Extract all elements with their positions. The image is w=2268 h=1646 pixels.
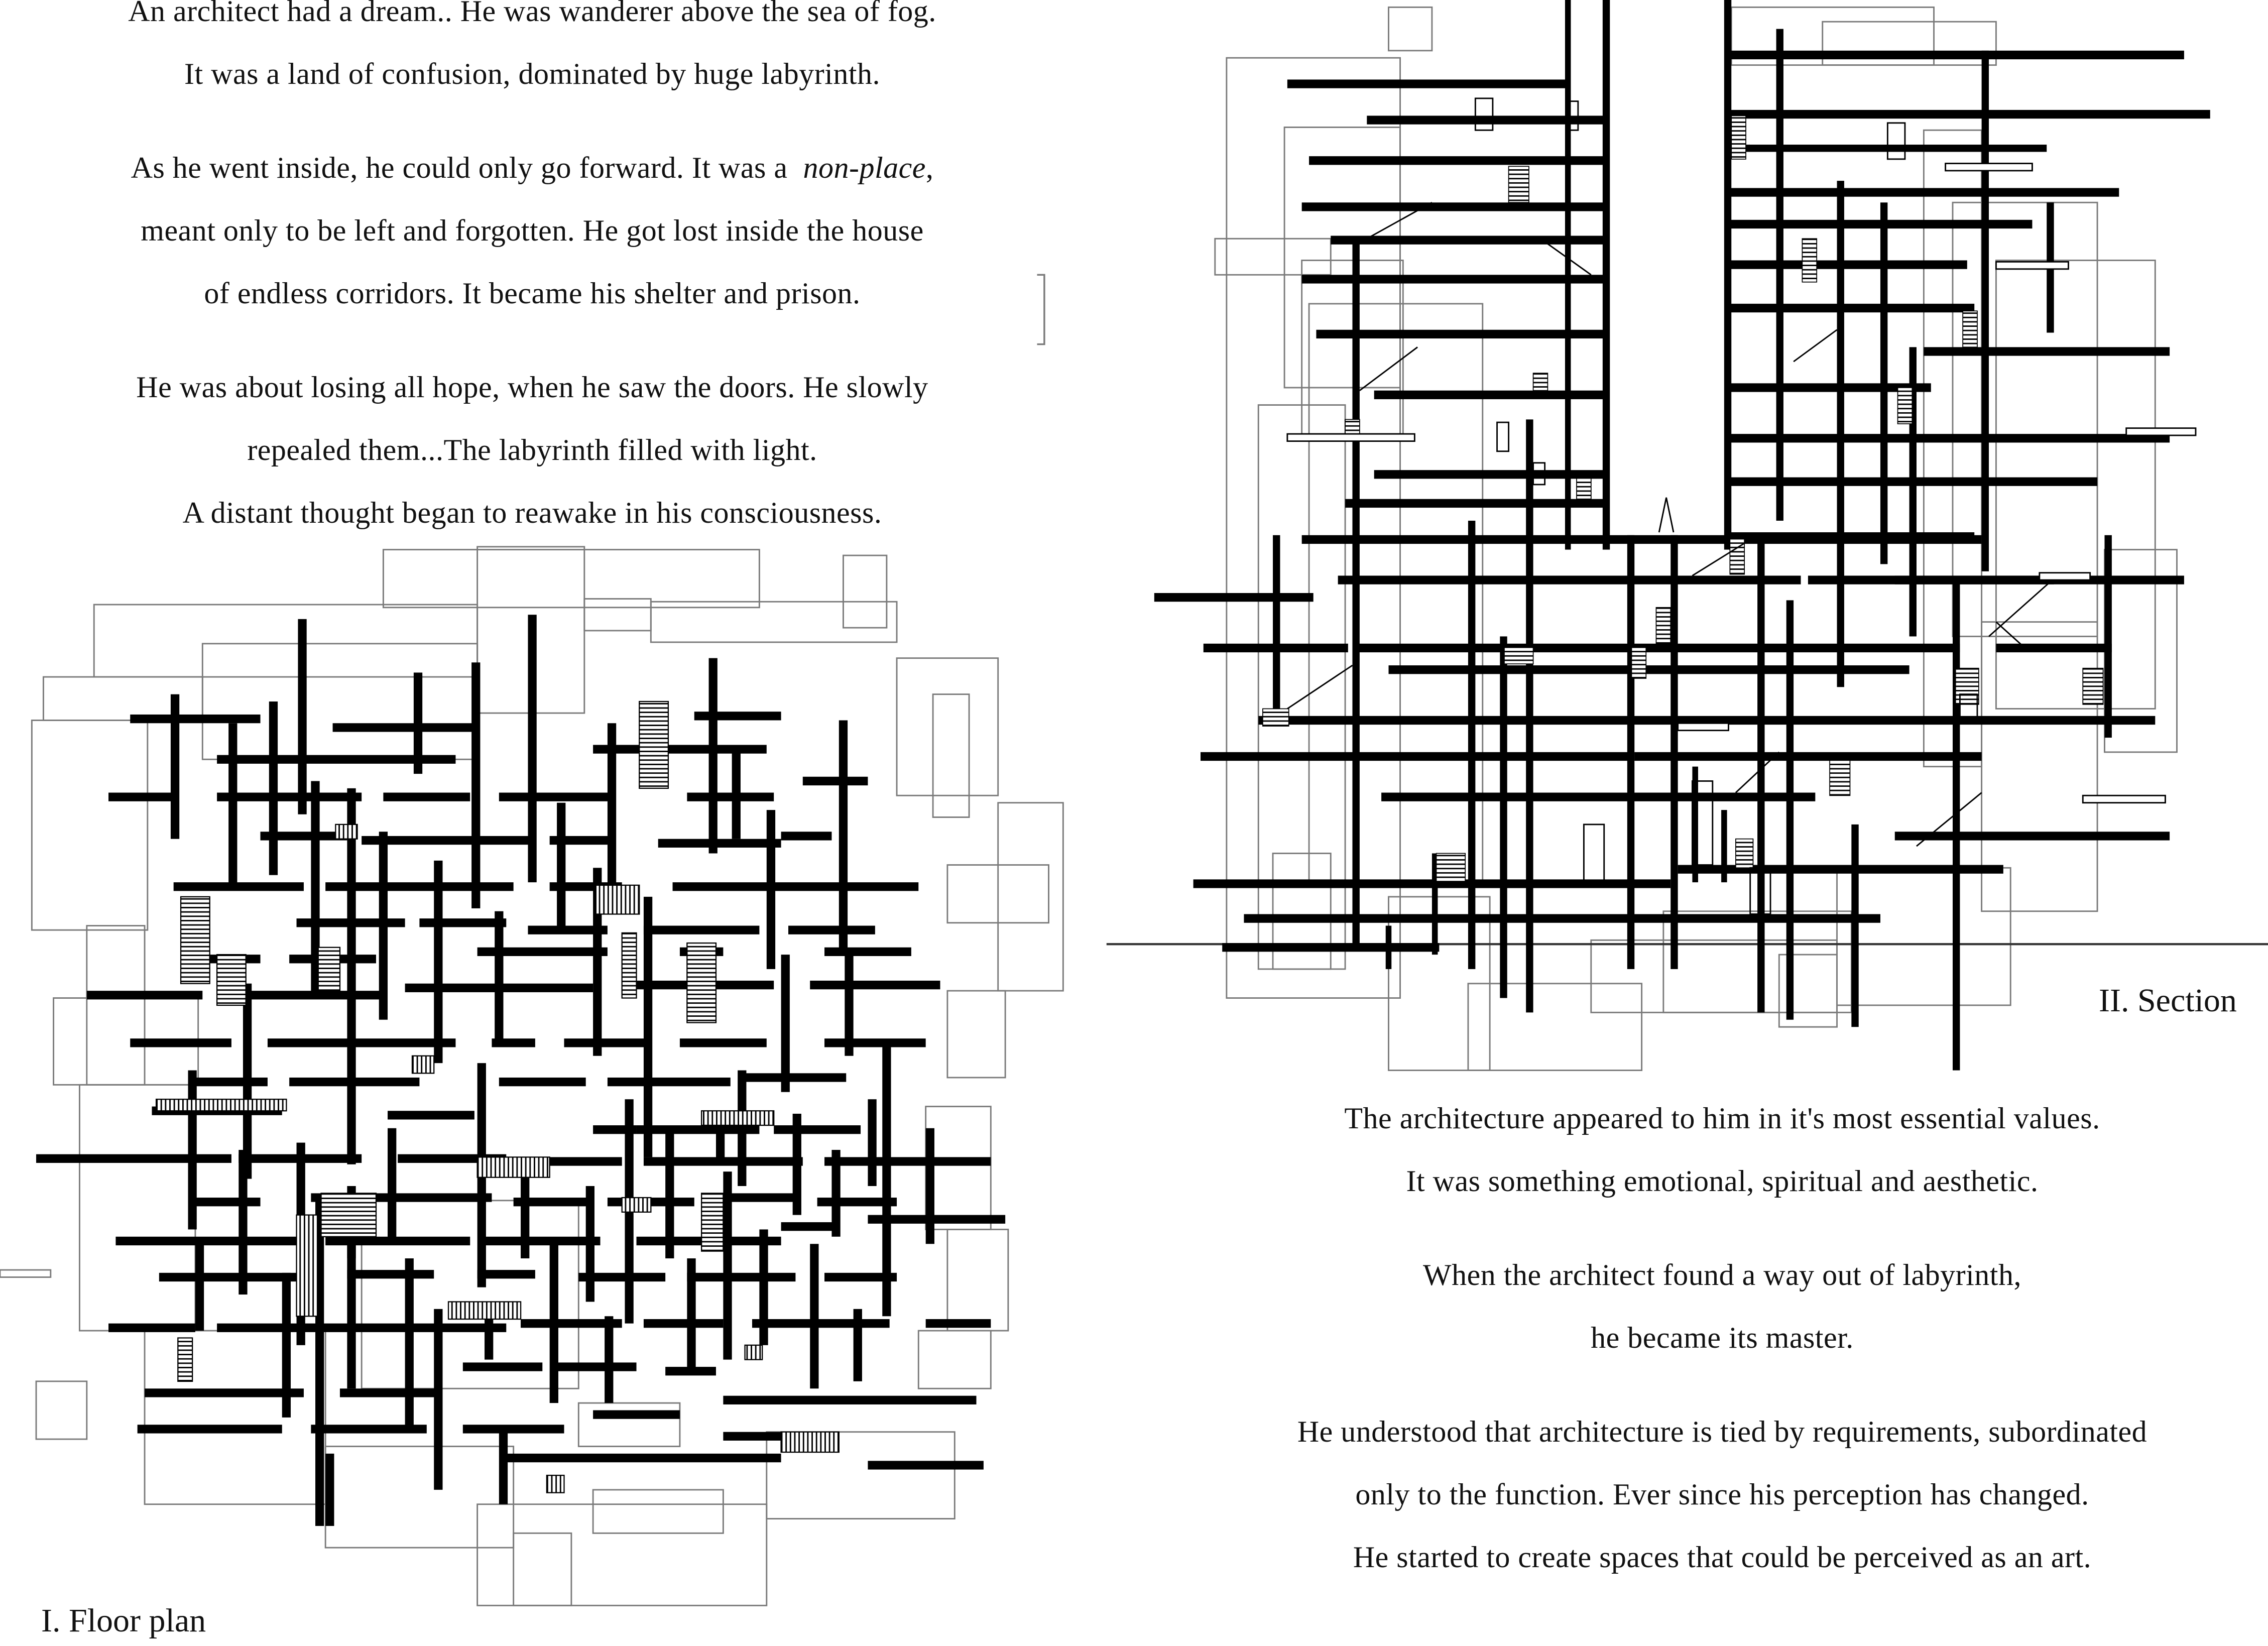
floor-plan-drawing — [0, 546, 1064, 1606]
intro-line: He was about losing all hope, when he sa… — [136, 371, 928, 404]
outro-line: The architecture appeared to him in it's… — [1344, 1102, 2100, 1135]
section-caption: II. Section — [2099, 982, 2237, 1019]
outro-line: He started to create spaces that could b… — [1353, 1541, 2092, 1574]
bracket-mark — [1037, 274, 1045, 345]
outro-line: he became its master. — [1591, 1321, 1854, 1354]
intro-line: of endless corridors. It became his shel… — [204, 277, 861, 310]
section-drawing — [1106, 0, 2268, 1072]
non-place-emphasis: non-place — [803, 151, 926, 184]
intro-line: An architect had a dream.. He was wander… — [128, 0, 936, 28]
intro-line: As he went inside, he could only go forw… — [131, 151, 934, 184]
outro-line: He understood that architecture is tied … — [1297, 1415, 2147, 1448]
outro-line: It was something emotional, spiritual an… — [1406, 1164, 2039, 1198]
story-intro: An architect had a dream.. He was wander… — [30, 0, 1034, 544]
intro-line: repealed them...The labyrinth filled wit… — [247, 433, 817, 466]
outro-line: only to the function. Ever since his per… — [1355, 1478, 2089, 1511]
intro-line: meant only to be left and forgotten. He … — [141, 214, 924, 247]
story-outro: The architecture appeared to him in it's… — [1195, 1087, 2249, 1589]
floor-plan-caption: I. Floor plan — [41, 1602, 206, 1639]
intro-line: It was a land of confusion, dominated by… — [184, 57, 881, 90]
intro-line: A distant thought began to reawake in hi… — [182, 496, 882, 529]
outro-line: When the architect found a way out of la… — [1423, 1258, 2021, 1291]
